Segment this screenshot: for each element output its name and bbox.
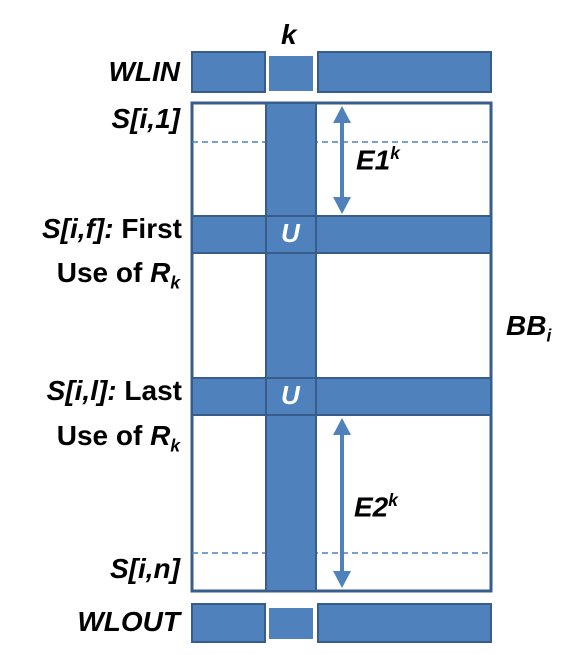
s-if-label: S[i,f]: <box>42 213 114 244</box>
last-use-label-line1: S[i,l]: Last <box>47 375 182 407</box>
s-il-label: S[i,l]: <box>46 375 117 406</box>
last-use-text: Use of <box>56 420 143 451</box>
wlout-label: WLOUT <box>77 606 180 637</box>
first-use-cell <box>265 215 317 254</box>
wlin-bar-left <box>191 51 266 93</box>
last-label: Last <box>124 375 182 406</box>
register-column <box>265 102 317 592</box>
last-use-bar <box>191 377 492 416</box>
first-use-label-line1: S[i,f]: First <box>42 213 182 245</box>
s-in-label: S[i,n] <box>110 553 180 584</box>
e2-label: E2k <box>354 490 398 523</box>
basic-block-label: BBi <box>506 310 552 346</box>
first-use-bar <box>191 215 492 254</box>
e2-arrow <box>333 418 351 588</box>
last-use-cell <box>265 377 317 416</box>
wlout-bar-right <box>317 603 492 643</box>
wlin-bar-mid <box>267 54 315 93</box>
last-use-label-line2: Use of Rk <box>57 420 180 457</box>
last-use-register: Rk <box>150 420 180 456</box>
first-use-register: Rk <box>150 257 180 293</box>
s-i1-label: S[i,1] <box>111 103 180 134</box>
wlin-label: WLIN <box>108 56 180 87</box>
e1-label: E1k <box>356 143 400 176</box>
first-use-label-line2: Use of Rk <box>57 257 180 294</box>
wlout-bar-left <box>191 603 266 643</box>
last-use-u-label: U <box>281 380 300 410</box>
column-label-k: k <box>281 19 297 50</box>
wlin-bar-right <box>317 51 492 93</box>
first-label: First <box>121 213 182 244</box>
first-use-u-label: U <box>281 218 300 248</box>
first-use-text: Use of <box>56 257 143 288</box>
e1-arrow <box>333 106 351 214</box>
wlout-bar-mid <box>267 606 315 641</box>
